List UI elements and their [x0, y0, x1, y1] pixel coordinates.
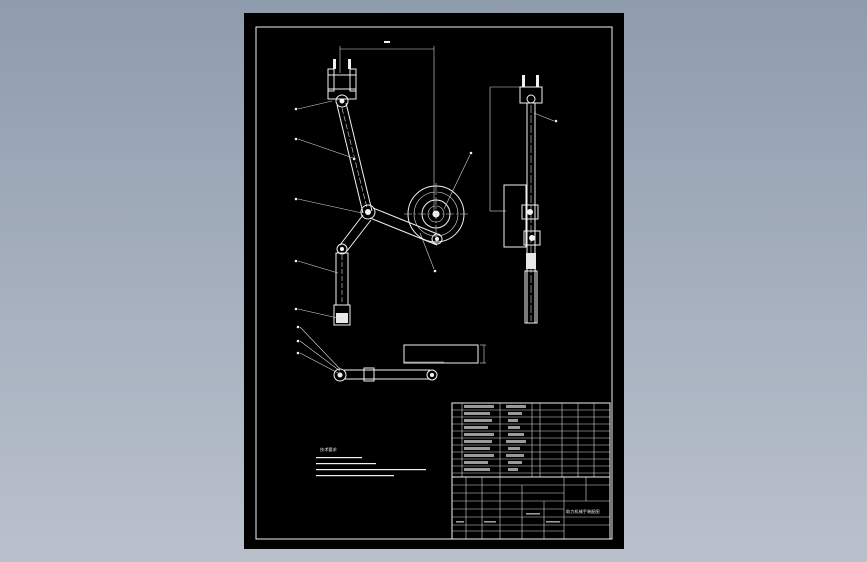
- drawing-frame: [255, 26, 613, 540]
- leader-lines: [297, 100, 555, 375]
- title-block-title: 助力机械手装配图: [566, 508, 600, 515]
- elbow-joint: [360, 204, 376, 220]
- forearm: [369, 207, 443, 246]
- side-view: [489, 75, 543, 324]
- turntable: [404, 183, 468, 245]
- top-mount: [327, 41, 435, 213]
- upper-arm: [336, 102, 373, 214]
- assembly-drawing: 技术要求: [255, 26, 613, 540]
- balloon-markers: [294, 107, 558, 355]
- top-view: [333, 344, 486, 382]
- title-block: 助力机械手装配图: [451, 476, 611, 540]
- parts-list: [451, 402, 611, 478]
- lower-arm: [333, 214, 372, 326]
- drawing-sheet: 技术要求: [244, 13, 624, 549]
- notes-title: 技术要求: [320, 446, 338, 453]
- technical-notes: 技术要求: [316, 446, 426, 477]
